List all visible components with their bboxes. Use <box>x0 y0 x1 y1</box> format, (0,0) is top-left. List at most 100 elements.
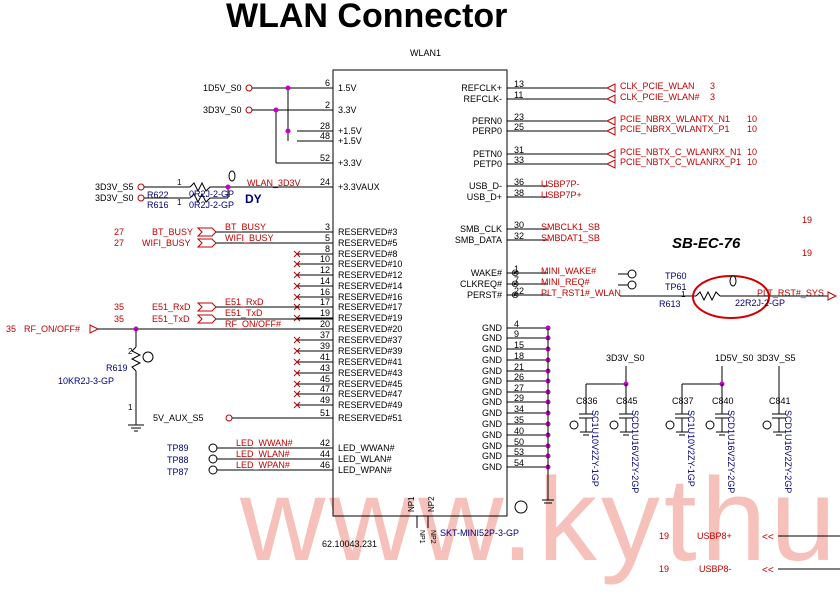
svg-text:⊗: ⊗ <box>511 268 519 279</box>
tp87-label: TP87 <box>167 467 189 477</box>
pin-number: 12 <box>320 265 330 275</box>
svg-text:E51_RxD: E51_RxD <box>225 297 264 307</box>
highlight-circle <box>692 275 770 319</box>
net-label: MINI_WAKE# <box>541 266 596 276</box>
pin-name: LED_WWAN# <box>338 443 395 453</box>
pin-name: RESERVED#5 <box>338 238 397 248</box>
pin-name: PERP0 <box>472 126 502 136</box>
no-connect-mark <box>293 347 301 355</box>
pin-number: 53 <box>514 447 524 457</box>
net-e51-txd: E51_TxD <box>152 314 190 324</box>
tp88-label: TP88 <box>167 455 189 465</box>
net-label: SMBDAT1_SB <box>541 233 600 243</box>
connector-body <box>332 69 508 517</box>
net-wifi-busy: WIFI_BUSY <box>142 238 191 248</box>
no-connect-mark <box>293 336 301 344</box>
pin-name: RESERVED#17 <box>338 302 402 312</box>
pin-number: 50 <box>514 437 524 447</box>
net-rf-onoff: RF_ON/OFF# <box>24 324 80 334</box>
pin-name: +3.3V <box>338 158 362 168</box>
svg-text:E51_TxD: E51_TxD <box>225 308 263 318</box>
page-ref: 10 <box>747 114 757 124</box>
pin-number: 23 <box>514 112 524 122</box>
pin-name: USB_D+ <box>467 192 502 202</box>
capacitor-value: SCD1U16V2ZY-2GP <box>630 410 640 493</box>
no-connect-mark <box>293 271 301 279</box>
net-label: SMBCLK1_SB <box>541 222 600 232</box>
pin-name: RESERVED#20 <box>338 324 402 334</box>
part-number: 62.10043.231 <box>322 539 377 549</box>
pin-number: 21 <box>514 362 524 372</box>
capacitor-group: C836SC1U10V2ZY-1GPC845SCD1U16V2ZY-2GPC83… <box>569 384 793 493</box>
pin-name: SMB_DATA <box>455 235 502 245</box>
r613-symbol <box>695 290 721 302</box>
pin-number: 45 <box>320 374 330 384</box>
pin-name: GND <box>482 355 503 365</box>
net-usbp8-minus: USBP8- <box>699 564 732 574</box>
pin-name: +3.3VAUX <box>338 182 380 192</box>
page-ref: 10 <box>747 147 757 157</box>
tp88-icon <box>208 454 218 464</box>
pin-name: RESERVED#19 <box>338 313 402 323</box>
pin-number: 29 <box>514 393 524 403</box>
net-label: CLK_PCIE_WLAN <box>620 81 695 91</box>
net-led-wwan: LED_WWAN# <box>236 438 293 448</box>
net-led-wpan: LED_WPAN# <box>236 460 290 470</box>
pin-name: +1.5V <box>338 126 362 136</box>
no-connect-mark <box>293 293 301 301</box>
pin-number: 54 <box>514 458 524 468</box>
gp-icon <box>142 351 154 363</box>
svg-text:35: 35 <box>114 302 124 312</box>
gp-icon <box>609 420 619 430</box>
gp-icon <box>514 500 528 514</box>
pin-number: 36 <box>514 177 524 187</box>
net-bt-busy: BT_BUSY <box>152 227 193 237</box>
no-connect-mark <box>293 390 301 398</box>
pin-number: 20 <box>320 319 330 329</box>
capacitor-value: SCD1U16V2ZY-2GP <box>783 410 793 493</box>
np2-pin: NP2 <box>429 530 436 544</box>
pin-name: RESERVED#41 <box>338 357 402 367</box>
svg-text:BT_BUSY: BT_BUSY <box>225 222 266 232</box>
gp-icon <box>705 420 715 430</box>
junction <box>285 85 291 91</box>
gp-icon <box>569 420 579 430</box>
svg-text:27: 27 <box>114 238 124 248</box>
pin-number: 25 <box>514 122 524 132</box>
pin-number: 5 <box>325 233 330 243</box>
capacitor-value: SC1U10V2ZY-1GP <box>686 410 696 487</box>
pin-number: 39 <box>320 341 330 351</box>
r622-symbol <box>189 181 214 193</box>
net-plt-rst-sys: PLT_RST#_SYS <box>757 288 824 298</box>
net-label: PCIE_NBRX_WLANTX_N1 <box>620 114 730 124</box>
page-title: WLAN Connector <box>226 0 507 35</box>
pin-number: 49 <box>320 395 330 405</box>
net-3d3v-s5: 3D3V_S5 <box>95 182 134 192</box>
r619-ref: R619 <box>106 363 128 373</box>
net-label: PCIE_NBRX_WLANTX_P1 <box>620 124 730 134</box>
pin-name: GND <box>482 430 503 440</box>
right-pin-group: 13REFCLK+11REFCLK-23PERN025PERP031PETN03… <box>455 79 551 472</box>
annotation-sb-ec-76: SB-EC-76 <box>672 235 741 252</box>
capacitor-value: SC1U10V2ZY-1GP <box>590 410 600 487</box>
pin-number: 37 <box>320 330 330 340</box>
pin-name: +1.5V <box>338 136 362 146</box>
page-ref: 3 <box>710 81 715 91</box>
svg-text:1: 1 <box>177 198 182 207</box>
pin-name: GND <box>482 397 503 407</box>
pin-name: GND <box>482 462 503 472</box>
capacitor-ref: C841 <box>769 396 791 406</box>
net-1d5v-s0: 1D5V_S0 <box>203 83 242 93</box>
svg-text:19: 19 <box>659 531 669 541</box>
svg-text:19: 19 <box>802 248 812 258</box>
pin-number: 6 <box>325 78 330 88</box>
net-usbp8-plus: USBP8+ <box>697 531 732 541</box>
pin-name: RESERVED#8 <box>338 249 397 259</box>
svg-text:<<: << <box>762 565 774 576</box>
pin-number: 15 <box>514 340 524 350</box>
pin-name: RESERVED#3 <box>338 227 397 237</box>
pin-number: 28 <box>320 121 330 131</box>
pin-name: LED_WLAN# <box>338 454 392 464</box>
